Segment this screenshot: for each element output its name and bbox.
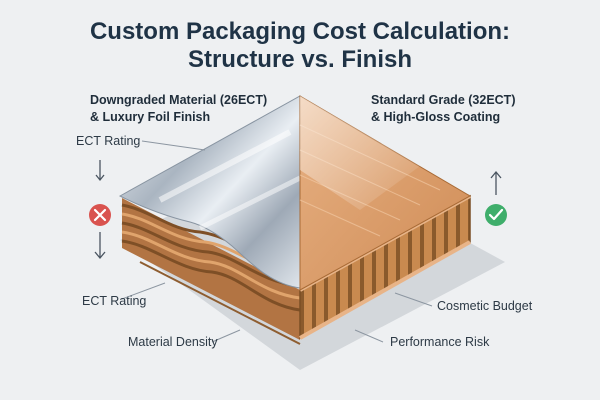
right-heading-line1: Standard Grade (32ECT)	[371, 93, 516, 107]
leader-bottom-left	[211, 329, 241, 343]
label-cosmetic-budget: Cosmetic Budget	[437, 299, 533, 313]
foil-finish-surface	[118, 95, 301, 289]
up-arrow-icon	[490, 170, 502, 195]
label-ect-rating-top: ECT Rating	[76, 134, 141, 148]
x-circle-icon	[89, 204, 111, 226]
page-title-line1: Custom Packaging Cost Calculation:	[89, 18, 511, 45]
down-arrow-icon	[94, 160, 106, 260]
gloss-highlight	[300, 96, 420, 210]
left-heading-line2: & Luxury Foil Finish	[90, 110, 211, 124]
check-circle-icon	[485, 204, 507, 226]
right-heading-line2: & High-Gloss Coating	[371, 110, 501, 124]
label-performance-risk: Performance Risk	[390, 335, 490, 349]
left-heading-line1: Downgraded Material (26ECT)	[90, 93, 268, 107]
label-material-density: Material Density	[128, 335, 218, 349]
leader-mid-right	[394, 292, 433, 307]
left-heading: Downgraded Material (26ECT) & Luxury Foi…	[90, 92, 267, 126]
label-ect-rating-mid: ECT Rating	[82, 294, 147, 308]
right-heading: Standard Grade (32ECT) & High-Gloss Coat…	[371, 92, 515, 126]
leader-mid-left	[121, 282, 166, 300]
page-title-line2: Structure vs. Finish	[187, 46, 413, 73]
leader-bottom-right	[354, 329, 384, 343]
leader-top	[141, 140, 206, 151]
